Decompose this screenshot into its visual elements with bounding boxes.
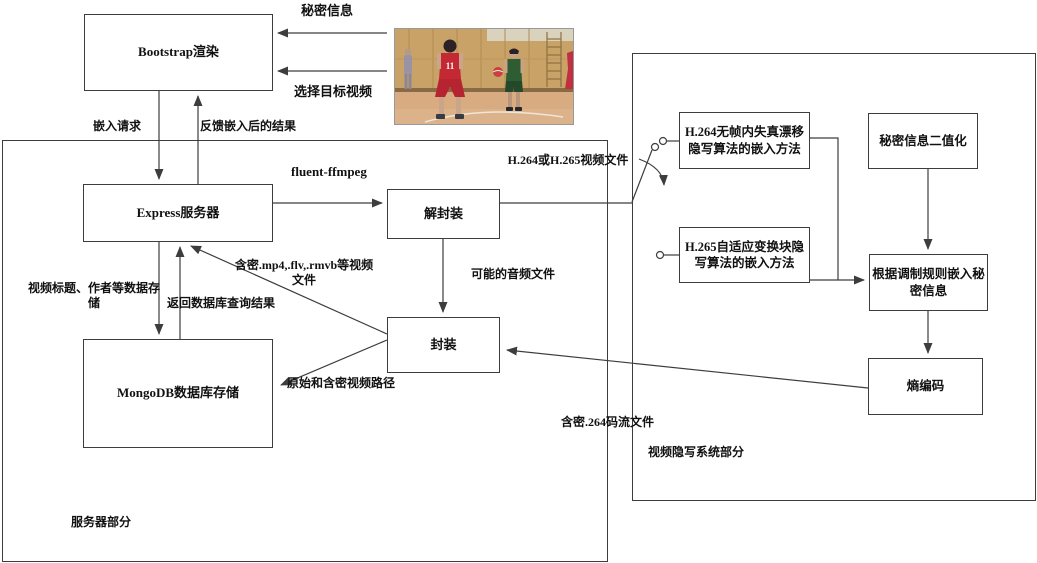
stego-system-section-box — [632, 53, 1036, 501]
target-video-thumbnail: 11 — [394, 28, 574, 125]
orig-stego-paths-label: 原始和含密视频路径 — [287, 376, 396, 390]
metadata-storage-label: 视频标题、作者等数据存储 — [28, 281, 161, 310]
express-server-box: Express服务器 — [83, 184, 273, 242]
h265-embed-method-label: H.265自适应变换块隐写算法的嵌入方法 — [684, 239, 805, 270]
fluent-ffmpeg-label: fluent-ffmpeg — [291, 164, 367, 179]
embed-request-label: 嵌入请求 — [93, 119, 142, 133]
select-target-video-label: 选择目标视频 — [294, 84, 373, 99]
bootstrap-render-box: Bootstrap渲染 — [84, 14, 273, 91]
h264-embed-method-box: H.264无帧内失真漂移隐写算法的嵌入方法 — [679, 112, 810, 169]
possible-audio-label: 可能的音频文件 — [471, 267, 556, 281]
mongodb-storage-label: MongoDB数据库存储 — [116, 385, 240, 401]
stego-system-section-label: 视频隐写系统部分 — [648, 445, 745, 459]
mongodb-storage-box: MongoDB数据库存储 — [83, 339, 273, 448]
mux-box: 封装 — [387, 317, 500, 373]
demux-box: 解封装 — [387, 189, 500, 239]
secret-binarize-label: 秘密信息二值化 — [879, 133, 967, 148]
h264-embed-method-label: H.264无帧内失真漂移隐写算法的嵌入方法 — [684, 125, 805, 156]
secret-binarize-box: 秘密信息二值化 — [868, 113, 978, 169]
stego-264-stream-label: 含密.264码流文件 — [561, 415, 655, 429]
jersey-number: 11 — [446, 61, 455, 71]
demux-label: 解封装 — [423, 205, 463, 221]
db-query-result-label: 返回数据库查询结果 — [167, 296, 276, 310]
secret-info-label: 秘密信息 — [301, 3, 354, 18]
feedback-result-label: 反馈嵌入后的结果 — [200, 119, 297, 133]
mux-label: 封装 — [430, 336, 457, 352]
h265-embed-method-box: H.265自适应变换块隐写算法的嵌入方法 — [679, 227, 810, 283]
entropy-coding-box: 熵编码 — [868, 358, 983, 415]
stego-container-files-label: 含密.mp4,.flv,.rmvb等视频文件 — [234, 258, 374, 287]
entropy-coding-label: 熵编码 — [906, 379, 945, 394]
bootstrap-render-label: Bootstrap渲染 — [138, 44, 219, 60]
modulation-embed-box: 根据调制规则嵌入秘密信息 — [869, 254, 988, 311]
basketball-scene: 11 — [395, 29, 573, 124]
modulation-embed-label: 根据调制规则嵌入秘密信息 — [872, 267, 985, 298]
h264-h265-file-label: H.264或H.265视频文件 — [507, 153, 629, 167]
express-server-label: Express服务器 — [136, 204, 220, 220]
server-section-label: 服务器部分 — [71, 515, 132, 529]
